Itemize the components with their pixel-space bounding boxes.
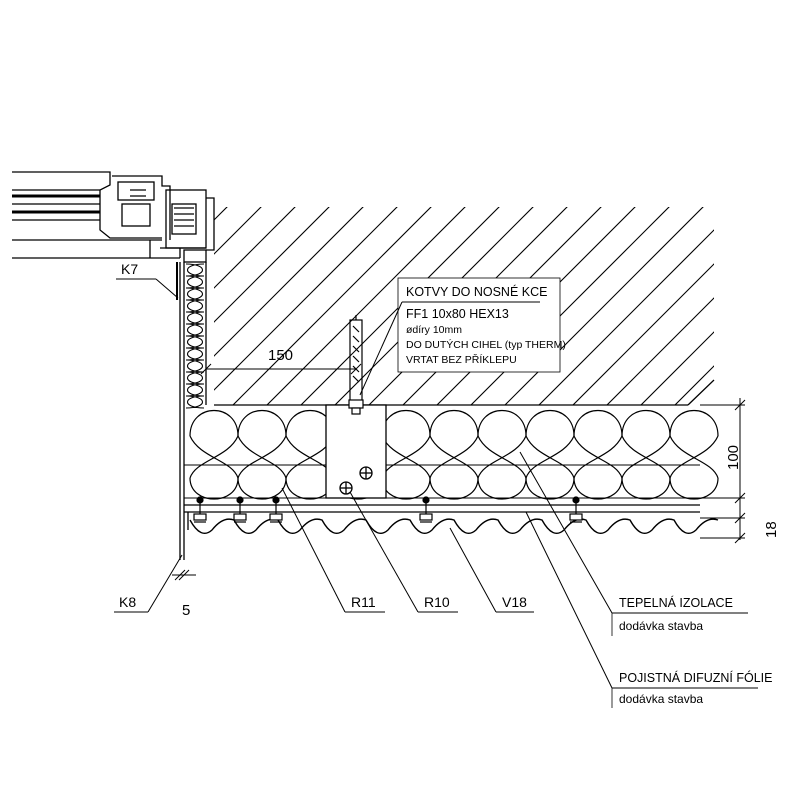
anchor-note-line4: VRTAT BEZ PŘÍKLEPU <box>406 353 517 366</box>
dimension-right <box>700 398 746 544</box>
note-thermal-insulation: TEPELNÁ IZOLACE dodávka stavba <box>519 451 748 636</box>
anchor-note-title: KOTVY DO NOSNÉ KCE <box>406 284 547 299</box>
dimension-18-label: 18 <box>763 521 780 538</box>
thermal-insulation <box>183 405 719 513</box>
anchor-note-line2: ødíry 10mm <box>406 324 462 336</box>
callout-k7: K7 <box>116 261 179 299</box>
callout-r11: R11 <box>281 487 385 613</box>
wall-anchor <box>348 315 364 415</box>
callout-k7-label: K7 <box>121 261 138 277</box>
dimension-5 <box>172 569 196 581</box>
dimension-5-label: 5 <box>182 602 190 619</box>
corrugated-cladding <box>183 496 719 560</box>
note-diffusion-foil: POJISTNÁ DIFUZNÍ FÓLIE dodávka stavba <box>525 511 773 708</box>
dimension-100-label: 100 <box>725 445 742 470</box>
anchor-bracket <box>325 404 387 499</box>
reveal-insulation <box>176 262 207 560</box>
note-diffusion-foil-sub: dodávka stavba <box>619 692 703 706</box>
callout-r10: R10 <box>349 491 458 613</box>
callout-r10-label: R10 <box>424 594 450 610</box>
callout-v18: V18 <box>449 527 534 613</box>
callout-v18-label: V18 <box>502 594 527 610</box>
note-diffusion-foil-title: POJISTNÁ DIFUZNÍ FÓLIE <box>619 670 773 685</box>
anchor-note-line3: DO DUTÝCH CIHEL (typ THERM) <box>406 338 566 351</box>
callout-k8-label: K8 <box>119 594 136 610</box>
dimension-150-label: 150 <box>268 347 293 364</box>
anchor-note: KOTVY DO NOSNÉ KCE FF1 10x80 HEX13 ødíry… <box>359 277 566 396</box>
note-thermal-insulation-sub: dodávka stavba <box>619 619 703 633</box>
dimension-150: 150 <box>200 347 362 375</box>
callout-k8: K8 <box>114 554 183 613</box>
anchor-note-line1: FF1 10x80 HEX13 <box>406 307 509 321</box>
window-frame <box>12 171 215 263</box>
note-thermal-insulation-title: TEPELNÁ IZOLACE <box>619 595 733 610</box>
callout-r11-label: R11 <box>351 594 376 610</box>
